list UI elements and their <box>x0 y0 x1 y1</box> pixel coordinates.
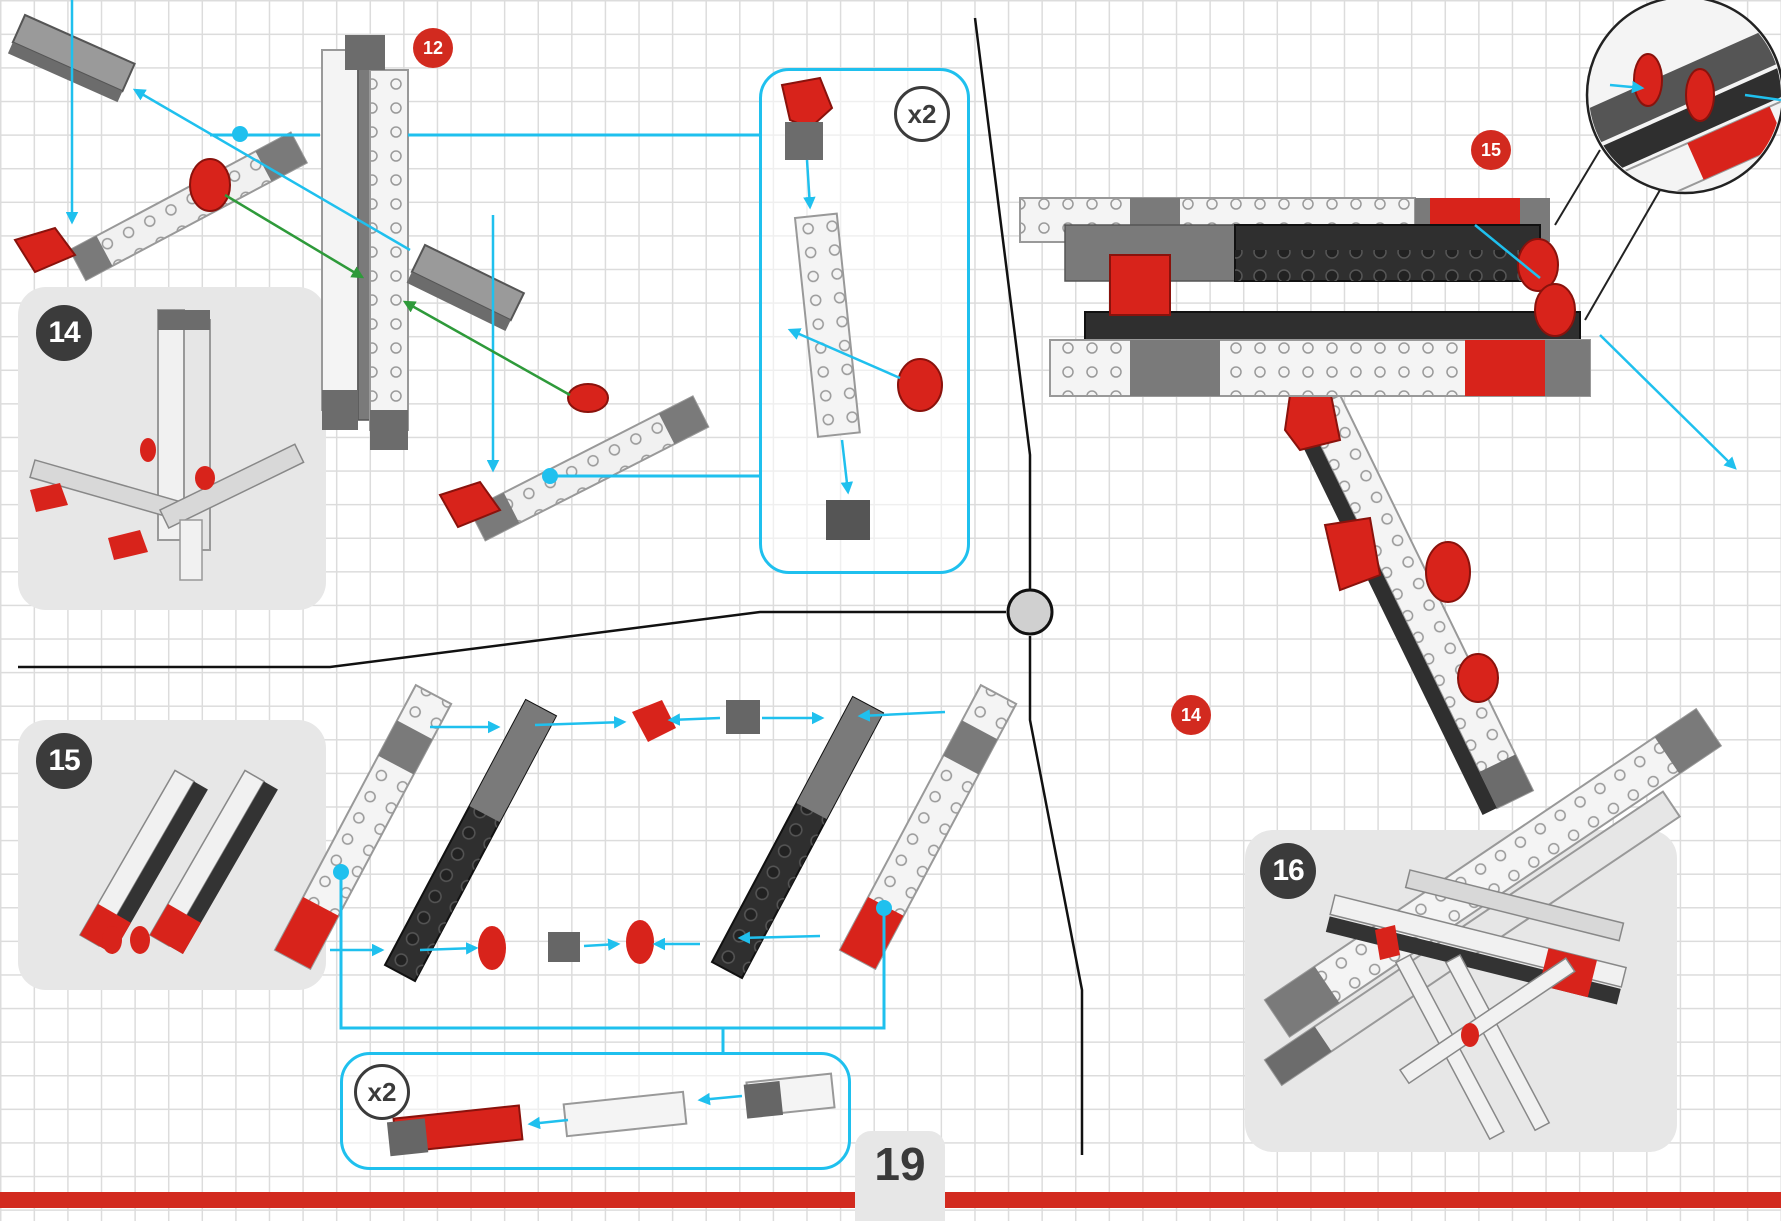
ref-step-15-badge: 15 <box>1471 130 1511 170</box>
divider-node <box>1008 590 1052 634</box>
top-left-assembly <box>8 0 760 540</box>
multiplier-top-badge: x2 <box>894 86 950 142</box>
multiplier-bottom-badge: x2 <box>354 1064 410 1120</box>
callout-top-parts <box>782 78 942 540</box>
step-15-model <box>80 770 278 954</box>
ref-step-12-badge: 12 <box>413 28 453 68</box>
step-16-badge: 16 <box>1260 843 1316 899</box>
bottom-exploded-parts <box>275 685 1016 1052</box>
ref-step-14-badge: 14 <box>1171 695 1211 735</box>
page-dividers <box>18 18 1082 1155</box>
step-14-badge: 14 <box>36 305 92 361</box>
callout-bottom-parts <box>387 1074 835 1157</box>
step-15-badge: 15 <box>36 733 92 789</box>
